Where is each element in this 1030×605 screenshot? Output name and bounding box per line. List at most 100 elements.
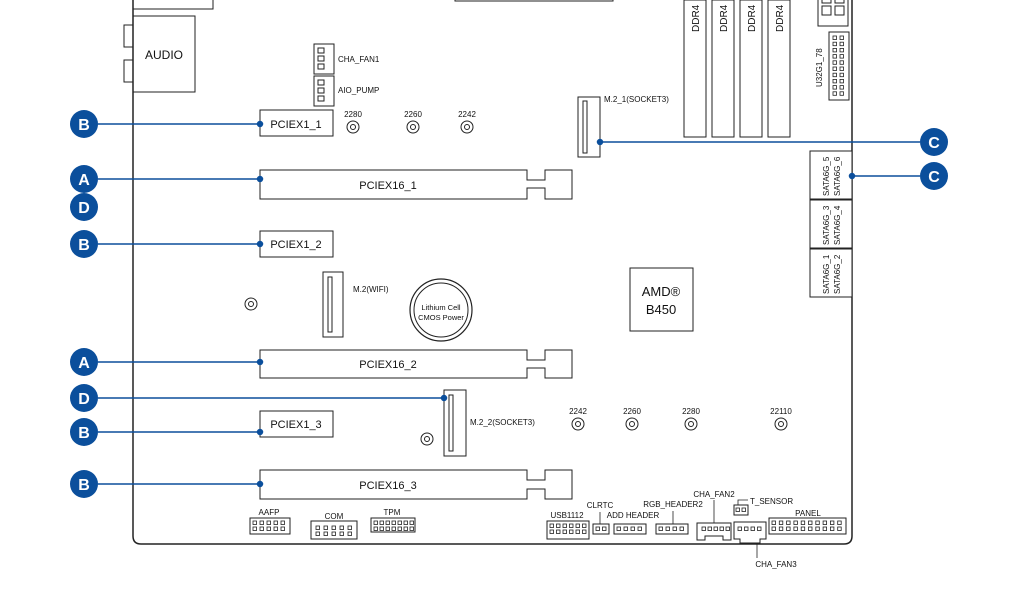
header-pin <box>582 523 587 528</box>
header-pin <box>737 526 742 531</box>
m2-wifi-socket: M.2(WIFI) <box>322 271 389 338</box>
standoff-label-2280: 2280 <box>344 110 362 119</box>
pciex16-1-label: PCIEX16_1 <box>359 180 416 192</box>
header-pin <box>757 526 762 531</box>
ddr4-label-b2: DDR4 <box>775 4 786 32</box>
add-header <box>613 523 647 535</box>
header-pin <box>786 526 791 531</box>
header-pin <box>602 526 607 531</box>
header-pin <box>385 520 390 525</box>
header-pin <box>713 526 718 531</box>
header-pin <box>266 520 271 525</box>
header-pin <box>808 520 813 525</box>
svg-text:C: C <box>928 169 940 186</box>
header-pin <box>839 60 844 65</box>
pciex1-1-slot <box>259 109 334 137</box>
header-pin <box>830 520 835 525</box>
header-pin <box>800 526 806 531</box>
header-pin <box>832 66 837 71</box>
battery-label-1: Lithium Cell <box>421 303 461 312</box>
svg-text:A: A <box>78 172 90 189</box>
header-pin <box>832 41 837 47</box>
clrtc-label: CLRTC <box>587 501 614 510</box>
cpu-power-connector <box>817 0 849 27</box>
header-pin <box>339 531 344 536</box>
header-pin <box>832 91 837 96</box>
header-pin <box>391 526 396 531</box>
m2-2-socket: M.2_2(SOCKET3) <box>443 389 535 457</box>
header-pin <box>252 526 257 531</box>
mounting-hole <box>420 432 434 446</box>
standoff-label-2242: 2242 <box>569 407 587 416</box>
header-pin <box>839 66 844 71</box>
header-pin <box>315 525 320 530</box>
t-sensor-leader <box>737 499 748 505</box>
header-pin <box>837 520 842 525</box>
header-pin <box>839 54 844 59</box>
chipset-brand: AMD® <box>642 284 681 299</box>
header-pin <box>273 520 278 525</box>
header-pin <box>832 54 837 59</box>
sata-1-label: SATA6G_1 <box>822 254 831 294</box>
svg-text:B: B <box>78 237 90 254</box>
header-pin <box>672 526 677 531</box>
pciex1-2-label: PCIEX1_2 <box>270 239 321 251</box>
header-pin <box>832 48 837 53</box>
header-pin <box>397 526 402 531</box>
header-pin <box>800 520 806 525</box>
header-pin <box>839 48 844 53</box>
tpm-label: TPM <box>384 508 401 517</box>
header-pin <box>839 91 844 96</box>
header-pin <box>778 520 784 525</box>
header-pin <box>616 526 621 531</box>
svg-text:A: A <box>78 355 90 372</box>
header-pin <box>839 72 844 78</box>
header-pin <box>379 520 384 525</box>
header-pin <box>839 35 844 40</box>
header-pin <box>347 525 352 530</box>
header-pin <box>707 526 712 531</box>
ddr4-label-a1: DDR4 <box>691 4 702 32</box>
header-pin <box>839 79 844 84</box>
callout-b-pciex16-3: B <box>70 470 98 498</box>
com-header <box>310 520 358 540</box>
header-pin <box>815 520 820 525</box>
chipset-model: B450 <box>646 302 676 317</box>
standoff-label-2260: 2260 <box>404 110 422 119</box>
header-pin <box>331 525 336 530</box>
header-pin <box>315 531 320 536</box>
aafp-label: AAFP <box>259 508 280 517</box>
rgb-header2 <box>655 523 689 535</box>
pciex16-1-slot <box>259 169 573 200</box>
standoff-label-22110: 22110 <box>770 407 792 416</box>
header-pin <box>839 41 844 47</box>
callout-a-pciex16-2: A <box>70 348 98 376</box>
header-pin <box>409 526 414 531</box>
cha-fan2-header <box>696 522 732 541</box>
header-pin <box>373 520 378 525</box>
header-pin <box>575 523 580 528</box>
header-pin <box>741 507 746 512</box>
header-pin <box>822 526 827 531</box>
svg-text:B: B <box>78 117 90 134</box>
svg-text:D: D <box>78 391 90 408</box>
pciex1-3-label: PCIEX1_3 <box>270 419 321 431</box>
header-pin <box>744 526 749 531</box>
header-pin <box>595 526 600 531</box>
header-pin <box>549 529 554 534</box>
svg-text:C: C <box>928 135 940 152</box>
cha-fan3-label: CHA_FAN3 <box>755 560 797 569</box>
sata-6-label: SATA6G_6 <box>833 156 842 196</box>
header-pin <box>339 525 344 530</box>
mounting-hole <box>244 297 258 311</box>
header-pin <box>832 79 837 84</box>
m2-1-socket: M.2_1(SOCKET3) <box>577 95 669 158</box>
header-pin <box>679 526 684 531</box>
clrtc-header <box>592 523 610 535</box>
m2-2-label: M.2_2(SOCKET3) <box>470 418 535 427</box>
header-pin <box>409 520 414 525</box>
header-pin <box>665 526 670 531</box>
header-pin <box>323 525 328 530</box>
tpm-header <box>370 517 416 533</box>
